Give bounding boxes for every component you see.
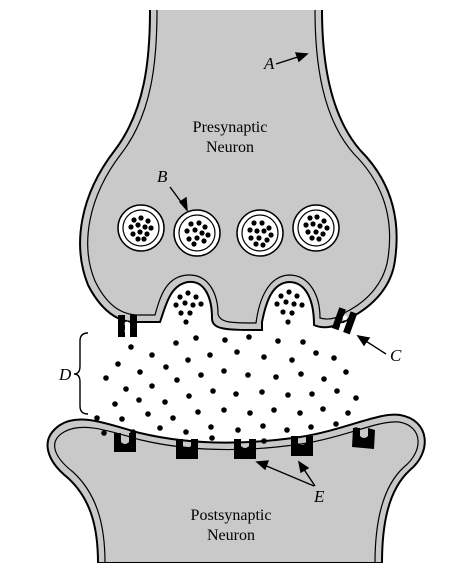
presynaptic-membrane-inner <box>87 9 391 324</box>
presynaptic-receptors <box>118 307 358 337</box>
receptor <box>114 433 136 452</box>
postsynaptic-neuron <box>46 413 426 563</box>
label-d: D <box>58 365 72 384</box>
postsynaptic-receptors <box>114 428 375 459</box>
fusing-vesicle-contents <box>173 289 305 325</box>
receptor <box>352 428 375 449</box>
receptor <box>118 315 137 337</box>
vesicle <box>173 209 221 257</box>
postsynaptic-membrane-inner <box>54 421 419 563</box>
label-a: A <box>263 54 275 73</box>
d-bracket <box>73 332 89 415</box>
synaptic-vesicles <box>117 204 340 257</box>
neurotransmitters <box>94 334 359 444</box>
presynaptic-membrane-outer <box>79 9 398 332</box>
presynaptic-label-line2: Neuron <box>206 139 254 156</box>
label-e: E <box>313 487 325 506</box>
label-b: B <box>157 167 168 186</box>
postsynaptic-membrane-outer <box>46 413 426 563</box>
receptor <box>176 439 198 459</box>
postsynaptic-label-line1: Postsynaptic <box>191 507 272 524</box>
presynaptic-neuron <box>79 9 398 332</box>
presynaptic-label-line1: Presynaptic <box>193 119 268 136</box>
vesicle <box>117 204 165 252</box>
receptor <box>234 439 256 459</box>
receptor <box>331 307 358 335</box>
postsynaptic-label-line2: Neuron <box>207 527 255 544</box>
label-c: C <box>390 346 402 365</box>
vesicle <box>236 209 284 257</box>
receptor <box>291 436 313 456</box>
vesicle <box>292 204 340 252</box>
label-arrows <box>169 52 387 487</box>
